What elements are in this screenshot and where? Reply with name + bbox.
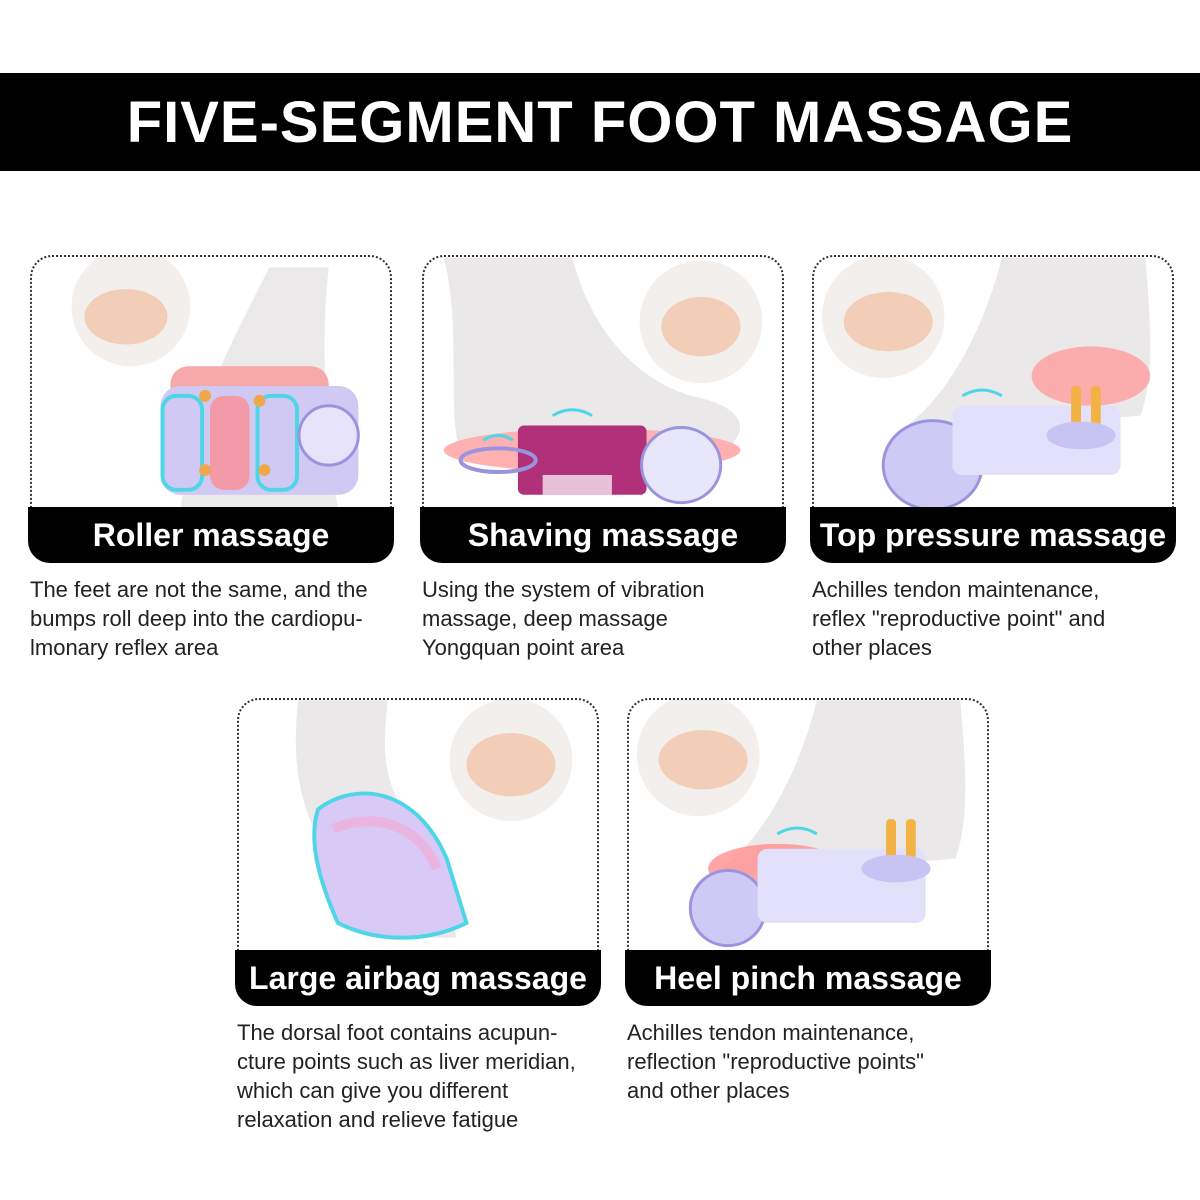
foot-silhouette-icon	[708, 700, 966, 879]
shaving-illustration	[422, 255, 784, 513]
card-title: Shaving massage	[467, 516, 739, 553]
card-roller-massage: Roller massage The feet are not the same…	[28, 255, 394, 660]
title-banner: FIVE-SEGMENT FOOT MASSAGE	[0, 73, 1200, 171]
description-line: reflex "reproductive point" and	[812, 606, 1106, 631]
heel-pinch-illustration	[627, 698, 989, 956]
card-title: Top pressure massage	[819, 516, 1167, 553]
description-line: and other places	[627, 1078, 790, 1103]
airbag-device-icon	[312, 791, 469, 940]
card-title-pill: Roller massage	[28, 507, 394, 563]
card-description: Achilles tendon maintenance, reflection …	[627, 1018, 1007, 1105]
description-line: bumps roll deep into the cardiopu-	[30, 606, 363, 631]
card-description: The feet are not the same, and the bumps…	[30, 575, 410, 662]
card-title-pill: Top pressure massage	[810, 507, 1176, 563]
card-heel-pinch-massage: Heel pinch massage Achilles tendon maint…	[625, 698, 991, 1103]
airbag-illustration	[237, 698, 599, 956]
foot-silhouette-icon	[443, 257, 741, 456]
description-line: Achilles tendon maintenance,	[812, 577, 1100, 602]
card-title: Heel pinch massage	[654, 959, 962, 996]
card-title: Roller massage	[92, 516, 330, 553]
description-line: cture points such as liver meridian,	[237, 1049, 576, 1074]
card-title-pill: Heel pinch massage	[625, 950, 991, 1006]
card-top-pressure-massage: Top pressure massage Achilles tendon mai…	[810, 255, 1176, 660]
description-line: massage, deep massage	[422, 606, 668, 631]
description-line: Achilles tendon maintenance,	[627, 1020, 915, 1045]
description-line: The feet are not the same, and the	[30, 577, 368, 602]
description-line: Yongquan point area	[422, 635, 625, 660]
description-line: which can give you different	[237, 1078, 509, 1103]
card-description: Using the system of vibration massage, d…	[422, 575, 802, 662]
card-title: Large airbag massage	[249, 959, 587, 996]
description-line: The dorsal foot contains acupun-	[237, 1020, 558, 1045]
page-title: FIVE-SEGMENT FOOT MASSAGE	[126, 89, 1074, 155]
card-description: The dorsal foot contains acupun- cture p…	[237, 1018, 617, 1134]
description-line: relaxation and relieve fatigue	[237, 1107, 519, 1132]
top-pressure-illustration	[812, 255, 1174, 513]
description-line: Using the system of vibration	[422, 577, 705, 602]
description-line: reflection "reproductive points"	[627, 1049, 924, 1074]
description-line: other places	[812, 635, 932, 660]
heel-pinch-device-icon	[688, 869, 767, 948]
card-description: Achilles tendon maintenance, reflex "rep…	[812, 575, 1192, 662]
roller-illustration	[30, 255, 392, 513]
card-shaving-massage: Shaving massage Using the system of vibr…	[420, 255, 786, 660]
card-title-pill: Large airbag massage	[235, 950, 601, 1006]
card-title-pill: Shaving massage	[420, 507, 786, 563]
description-line: lmonary reflex area	[30, 635, 219, 660]
card-large-airbag-massage: Large airbag massage The dorsal foot con…	[235, 698, 601, 1132]
